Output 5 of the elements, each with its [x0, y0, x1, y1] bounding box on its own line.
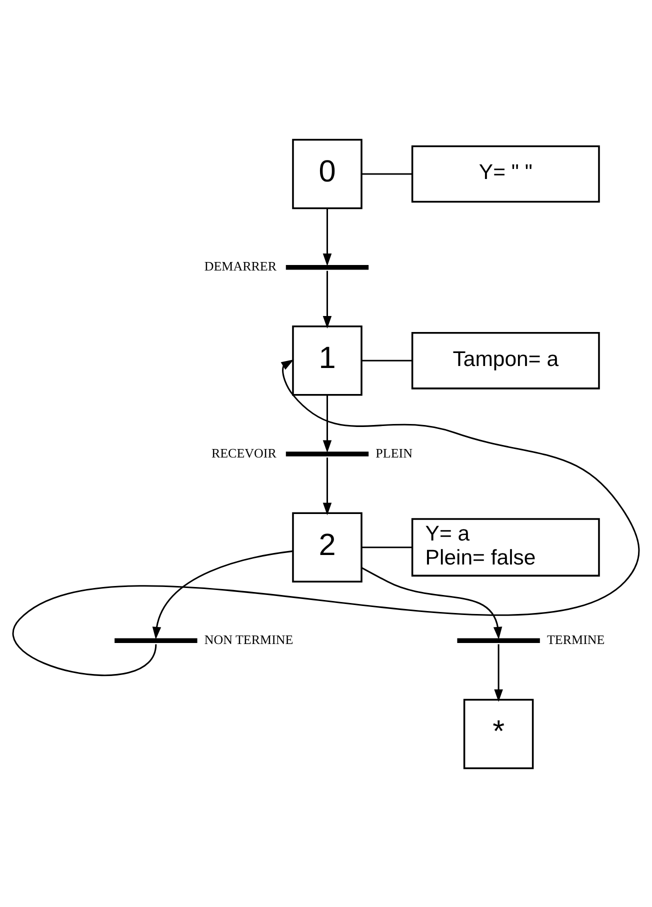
node-label: TERMINE	[547, 631, 605, 646]
node-label: DEMARRER	[204, 258, 277, 274]
node-label: RECEVOIR	[211, 444, 276, 460]
node-label: PLEIN	[376, 444, 412, 460]
node-label: NON TERMINE	[204, 631, 294, 646]
